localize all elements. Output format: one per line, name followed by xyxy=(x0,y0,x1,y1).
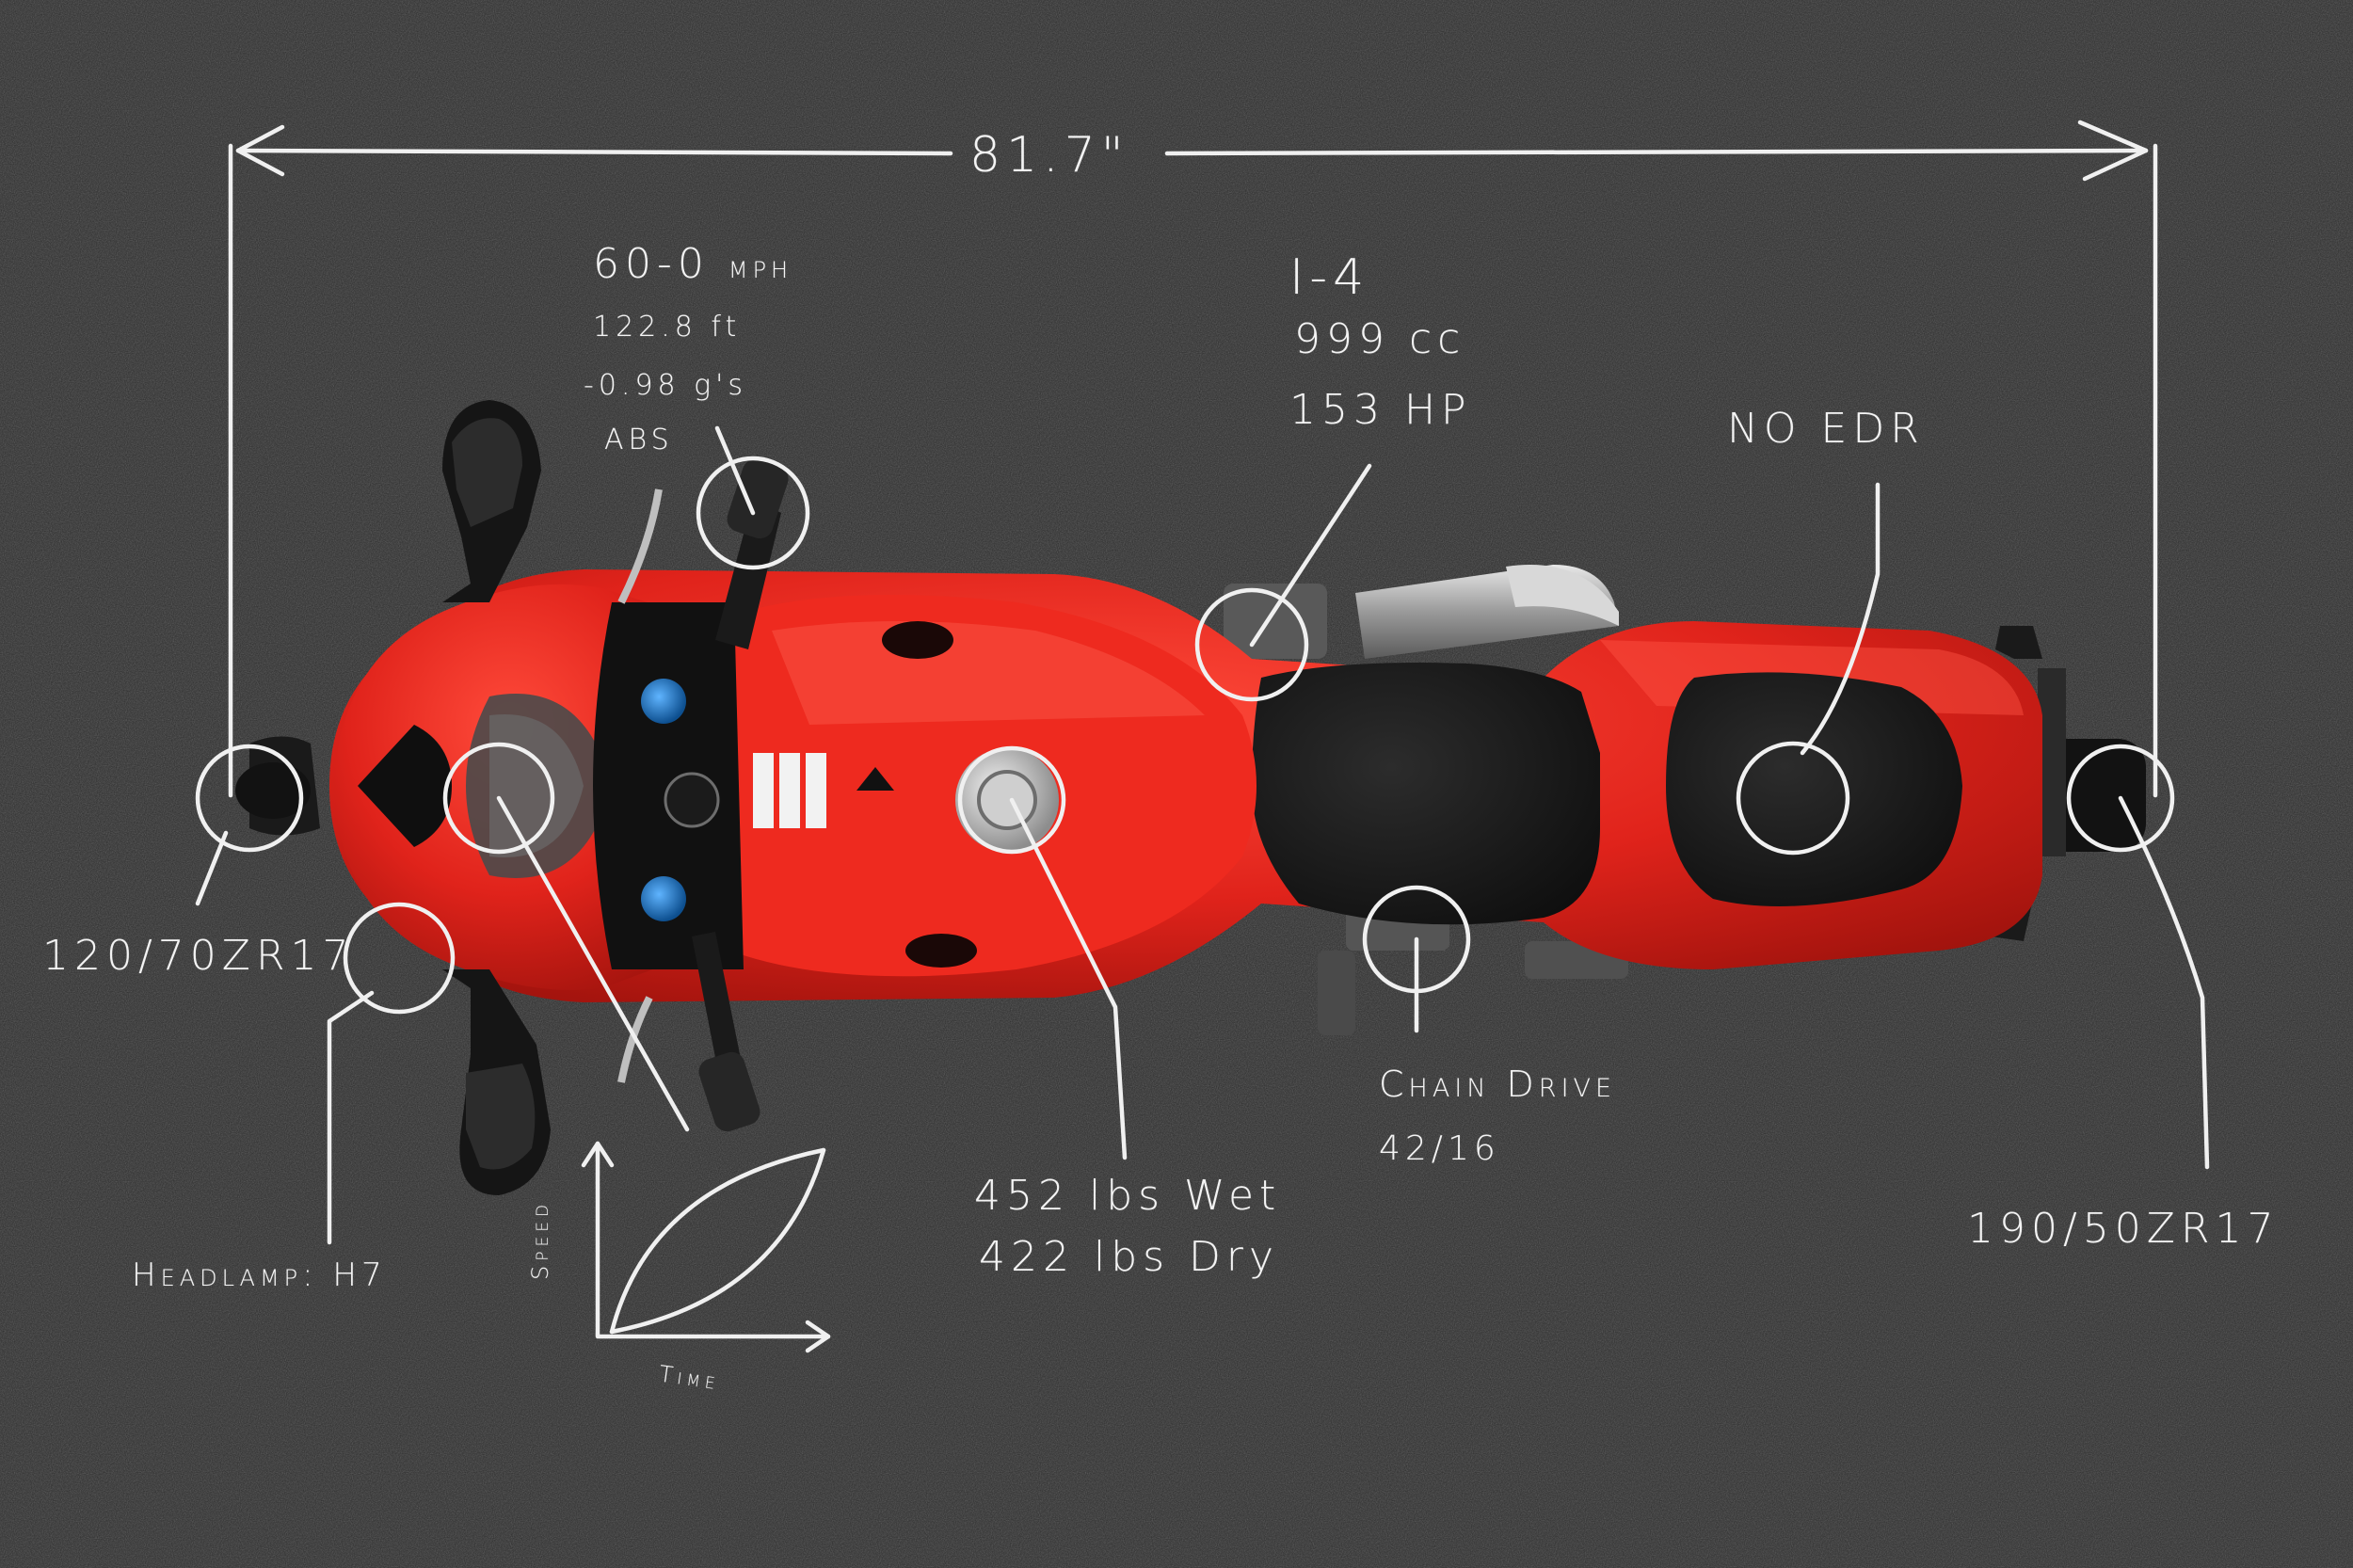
braking-distance-label: 60-0 MPH xyxy=(593,240,792,288)
braking-distance-value: 122.8 ft xyxy=(593,311,742,344)
chalk-annotations xyxy=(195,120,2210,1353)
engine-type-label: I-4 xyxy=(1289,249,1370,306)
braking-speed-unit: MPH xyxy=(728,257,793,283)
weight-dry-label: 422 lbs Dry xyxy=(979,1233,1280,1281)
front-tire-size-label: 120/70ZR17 xyxy=(42,932,355,980)
overall-length-label: 81.7" xyxy=(969,127,1129,184)
rear-tire-size-label: 190/50ZR17 xyxy=(1967,1205,2280,1253)
motorcycle xyxy=(235,400,2146,1195)
engine-displacement-label: 999 cc xyxy=(1294,315,1466,363)
engine-horsepower-label: 153 HP xyxy=(1289,386,1472,434)
graph-y-axis-label: Speed xyxy=(527,1199,553,1280)
sprocket-ratio-label: 42/16 xyxy=(1379,1129,1500,1168)
braking-deceleration-value: -0.98 g's xyxy=(584,369,748,402)
final-drive-label: Chain Drive xyxy=(1379,1064,1617,1105)
abs-label: ABS xyxy=(604,424,674,456)
weight-wet-label: 452 lbs Wet xyxy=(974,1172,1282,1220)
braking-speed-range: 60-0 xyxy=(593,240,710,288)
edr-label: NO EDR xyxy=(1727,405,1925,453)
headlamp-bulb-label: Headlamp: H7 xyxy=(132,1256,387,1294)
